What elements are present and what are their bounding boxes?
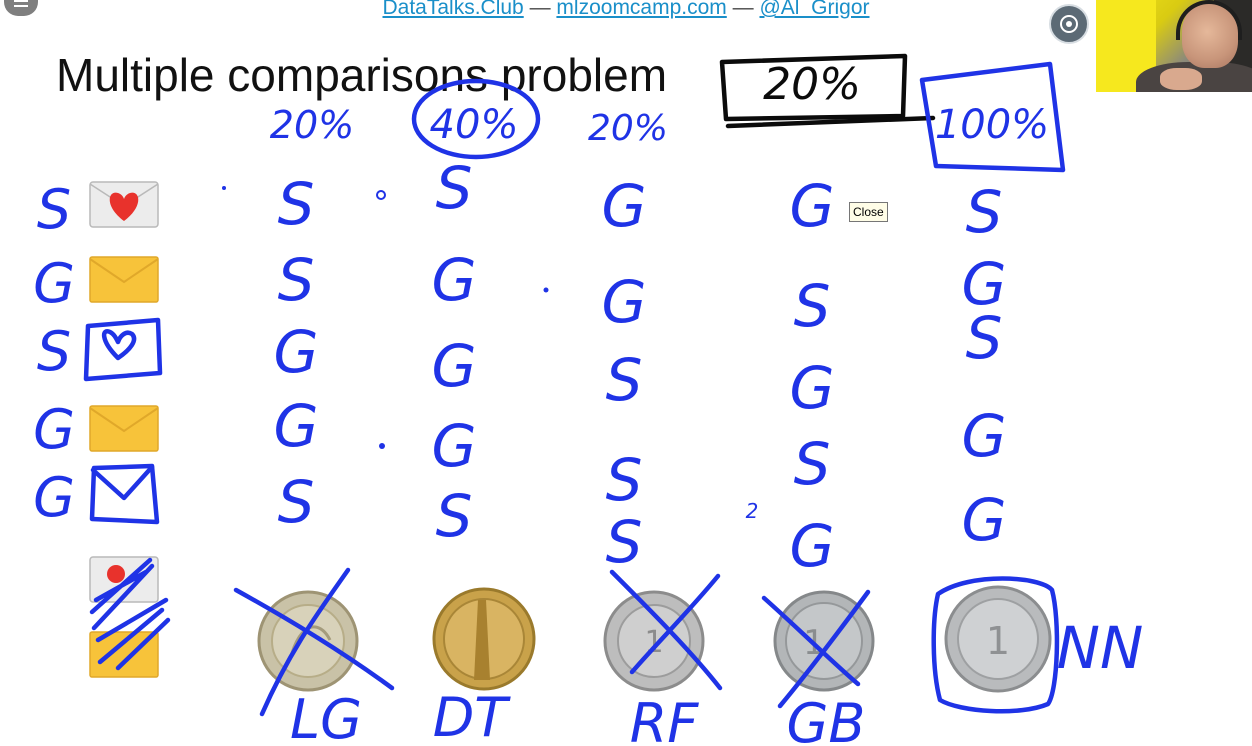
prediction-letter: S bbox=[436, 482, 473, 550]
prediction-letter: S bbox=[278, 170, 315, 238]
prediction-letter: S bbox=[966, 178, 1003, 246]
coin-icon: 1 bbox=[603, 590, 705, 692]
coin-label: GB bbox=[787, 692, 866, 746]
column-rate: 40% bbox=[430, 102, 519, 148]
prediction-letter: G bbox=[962, 402, 1007, 470]
rate-box bbox=[719, 53, 908, 122]
email-label: G bbox=[33, 252, 75, 315]
slide-title: Multiple comparisons problem bbox=[56, 49, 668, 101]
column-rate: 20% bbox=[588, 108, 668, 149]
column-rate: 20% bbox=[270, 103, 354, 147]
prediction-letter: S bbox=[966, 304, 1003, 372]
link-datatalks-club[interactable]: DataTalks.Club bbox=[382, 0, 524, 19]
prediction-letter: S bbox=[606, 508, 643, 576]
coin-highlight-box bbox=[931, 576, 1060, 714]
drawn-heart-envelope bbox=[83, 317, 163, 382]
close-tooltip: Close bbox=[849, 202, 888, 222]
prediction-letter: S bbox=[794, 272, 831, 340]
coin-label: RF bbox=[630, 692, 700, 746]
rate-underline bbox=[725, 115, 936, 129]
webcam-video bbox=[1096, 0, 1252, 92]
prediction-letter: G bbox=[790, 354, 835, 422]
prediction-letter: G bbox=[432, 246, 477, 314]
rate-circle bbox=[411, 78, 541, 160]
svg-text:1: 1 bbox=[986, 619, 1010, 663]
envelope-icon bbox=[89, 256, 159, 303]
email-label: G bbox=[33, 398, 75, 461]
crossed-out-envelopes bbox=[89, 556, 171, 678]
coin-icon: 1 bbox=[944, 585, 1052, 693]
prediction-letter: S bbox=[278, 246, 315, 314]
prediction-letter: S bbox=[794, 430, 831, 498]
prediction-letter: S bbox=[436, 154, 473, 222]
rate-box-100 bbox=[919, 61, 1066, 173]
envelope-heart-icon bbox=[89, 181, 159, 228]
email-label: S bbox=[37, 178, 71, 241]
prediction-letter: G bbox=[962, 250, 1007, 318]
boxed-rate: 20% bbox=[763, 59, 861, 110]
coin-icon bbox=[432, 587, 536, 691]
svg-text:2: 2 bbox=[746, 499, 759, 523]
email-label: G bbox=[33, 466, 75, 529]
link-mlzoomcamp[interactable]: mlzoomcamp.com bbox=[556, 0, 727, 19]
prediction-letter: G bbox=[274, 318, 319, 386]
prediction-letter: S bbox=[606, 346, 643, 414]
prediction-letter: G bbox=[790, 172, 835, 240]
coin-labels: LG DT RF GB bbox=[290, 686, 865, 746]
coin-label: LG bbox=[290, 688, 362, 746]
coins-row: 1 1 1 bbox=[257, 585, 1052, 693]
column-rate: 100% bbox=[935, 102, 1049, 148]
prediction-letter: G bbox=[790, 512, 835, 580]
prediction-letter: G bbox=[274, 392, 319, 460]
prediction-letter: S bbox=[606, 446, 643, 514]
target-icon[interactable] bbox=[1049, 4, 1089, 44]
prediction-letter: G bbox=[602, 172, 647, 240]
ink-dots: 2 bbox=[222, 186, 758, 523]
prediction-letter: G bbox=[602, 268, 647, 336]
separator: — bbox=[529, 0, 551, 19]
coin-icon bbox=[257, 590, 359, 692]
separator: — bbox=[732, 0, 754, 19]
header-links: DataTalks.Club — mlzoomcamp.com — @Al_Gr… bbox=[0, 0, 1252, 20]
column-rates: 20% 40% 20% 100% bbox=[270, 102, 1049, 149]
nn-annotation: NN bbox=[1057, 614, 1144, 682]
prediction-letter: G bbox=[962, 486, 1007, 554]
drawn-envelope bbox=[89, 463, 160, 525]
crossed-coins bbox=[233, 567, 871, 717]
envelope-icon bbox=[89, 405, 159, 452]
prediction-letter: G bbox=[432, 412, 477, 480]
coin-label: DT bbox=[433, 686, 512, 746]
email-label: S bbox=[37, 320, 71, 383]
link-twitter-handle[interactable]: @Al_Grigor bbox=[759, 0, 870, 19]
prediction-letter: S bbox=[278, 468, 315, 536]
prediction-letter: G bbox=[432, 332, 477, 400]
menu-icon[interactable] bbox=[4, 0, 38, 16]
